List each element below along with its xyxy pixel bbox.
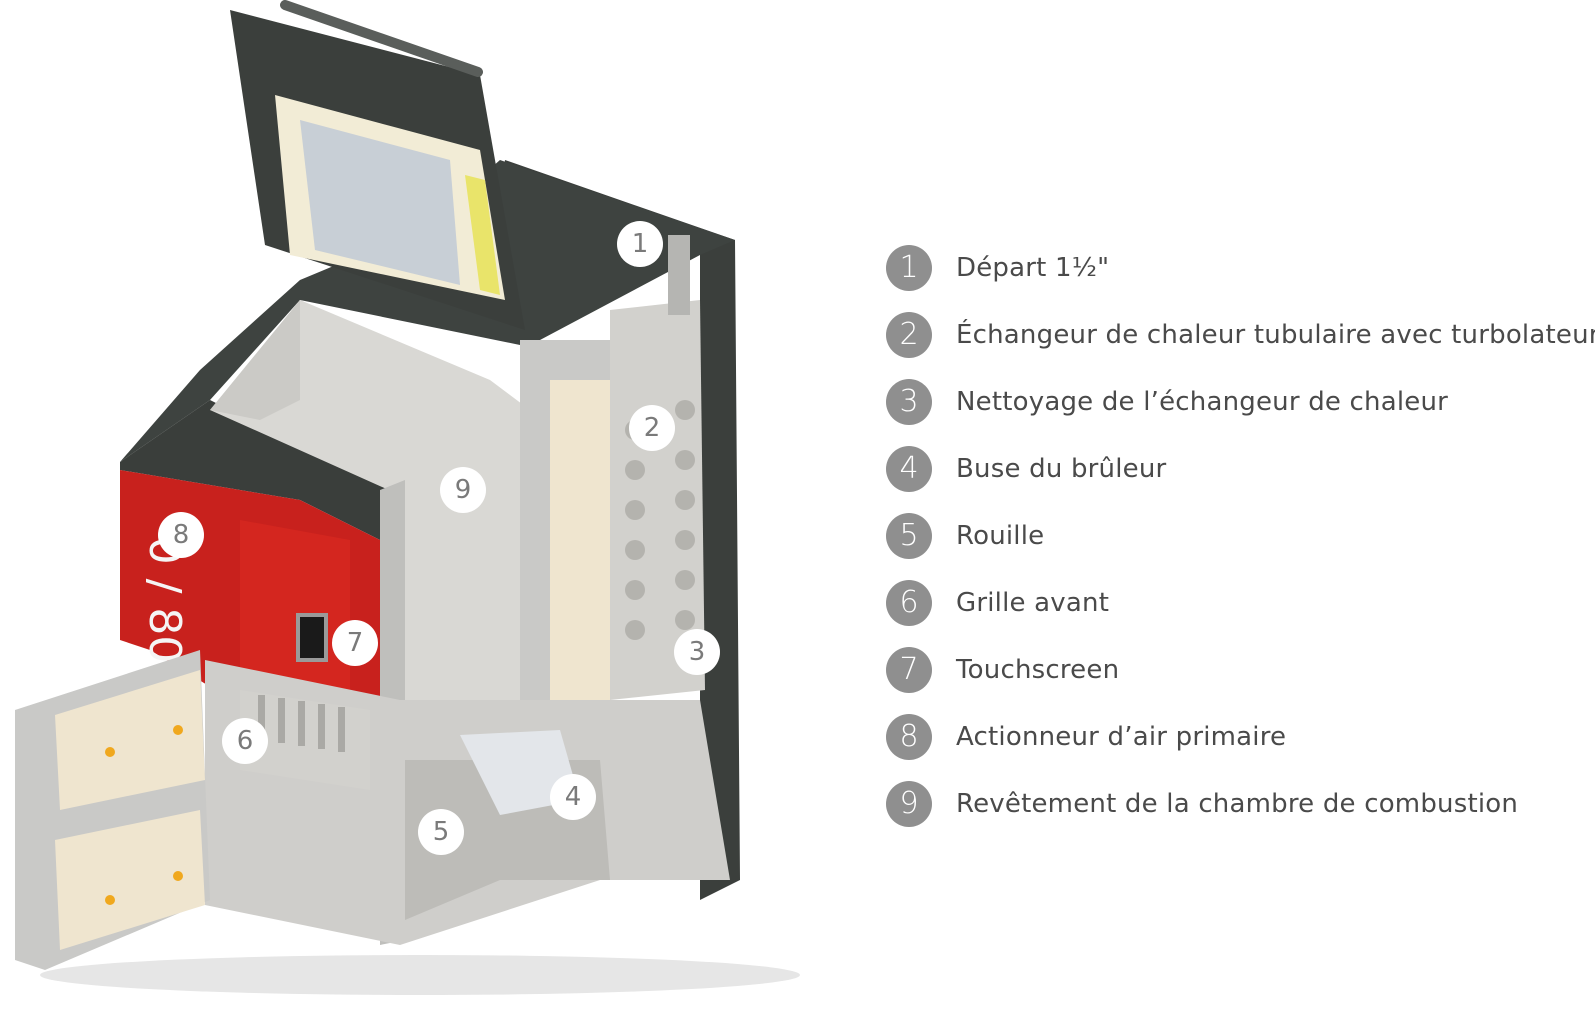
lid-handle: [280, 0, 483, 77]
legend-badge: 2: [886, 311, 932, 358]
legend-item-2: 2 Échangeur de chaleur tubulaire avec tur…: [886, 301, 1595, 368]
door-insulation-bottom: [55, 810, 205, 950]
legend-item-9: 9 Revêtement de la chambre de combustion: [886, 770, 1586, 837]
callout-8: 8: [158, 512, 204, 558]
legend-label: Rouille: [956, 520, 1045, 551]
legend-label: Départ 1½": [956, 252, 1110, 283]
lid-inner-plate: [300, 120, 460, 285]
svg-text:9: 9: [455, 475, 472, 505]
combustion-chamber: [210, 300, 530, 760]
svg-text:5: 5: [433, 817, 450, 847]
legend-list: 1 Départ 1½" 2 Échangeur de chaleur tubula…: [886, 234, 1595, 837]
lid-yellow-strip: [465, 175, 500, 295]
callout-4: 4: [550, 774, 596, 820]
legend-item-4: 4 Buse du brûleur: [886, 435, 1586, 502]
legend-label: Échangeur de chaleur tubulaire avec turb…: [956, 319, 1595, 350]
callout-3: 3: [674, 629, 720, 675]
legend-item-5: 5 Rouille: [886, 502, 1586, 569]
legend-label: Buse du brûleur: [956, 453, 1167, 484]
svg-text:3: 3: [689, 637, 706, 667]
legend-badge: 4: [886, 445, 932, 492]
svg-text:8: 8: [173, 520, 190, 550]
front-roof: [120, 400, 390, 545]
legend-badge: 6: [886, 579, 932, 626]
svg-text:2: 2: [644, 413, 661, 443]
legend-label: Nettoyage de l’échangeur de chaleur: [956, 386, 1449, 417]
door-insulation-top: [55, 670, 205, 810]
legend-item-7: 7 Touchscreen: [886, 636, 1586, 703]
callout-6: 6: [222, 718, 268, 764]
insulation-block: [550, 380, 610, 710]
flow-pipe: [668, 235, 690, 315]
legend-label: Revêtement de la chambre de combustion: [956, 788, 1519, 819]
legend-item-1: 1 Départ 1½": [886, 234, 1586, 301]
legend-badge: 5: [886, 512, 932, 559]
legend-item-6: 6 Grille avant: [886, 569, 1586, 636]
svg-text:6: 6: [237, 726, 254, 756]
legend-badge: 8: [886, 713, 932, 760]
svg-text:4: 4: [565, 782, 582, 812]
touchscreen: [296, 613, 328, 662]
callout-1: 1: [617, 221, 663, 267]
legend-item-8: 8 Actionneur d’air primaire: [886, 703, 1586, 770]
legend-badge: 3: [886, 378, 932, 425]
svg-text:7: 7: [347, 628, 364, 658]
floor-shadow: [40, 955, 800, 995]
boiler-top: [120, 160, 735, 462]
legend-item-3: 3 Nettoyage de l’échangeur de chaleur: [886, 368, 1586, 435]
svg-text:1: 1: [632, 229, 649, 259]
legend-badge: 7: [886, 646, 932, 693]
legend-label: Actionneur d’air primaire: [956, 721, 1287, 752]
callout-2: 2: [629, 405, 675, 451]
insulation-dots: [105, 725, 183, 905]
callout-5: 5: [418, 809, 464, 855]
boiler-cutaway-illustration: 0 / 80 1 2 3 4 5 6 7 8 9: [15, 0, 800, 995]
callout-7: 7: [332, 620, 378, 666]
legend-badge: 9: [886, 780, 932, 827]
legend-badge: 1: [886, 244, 932, 291]
legend-label: Grille avant: [956, 587, 1110, 618]
legend-label: Touchscreen: [956, 654, 1120, 685]
exchanger-tube-plate: [610, 300, 705, 700]
burner-nozzle: [460, 730, 580, 815]
grate-slots: [258, 695, 345, 752]
chamber-side-wall: [210, 300, 300, 420]
callout-9: 9: [440, 467, 486, 513]
